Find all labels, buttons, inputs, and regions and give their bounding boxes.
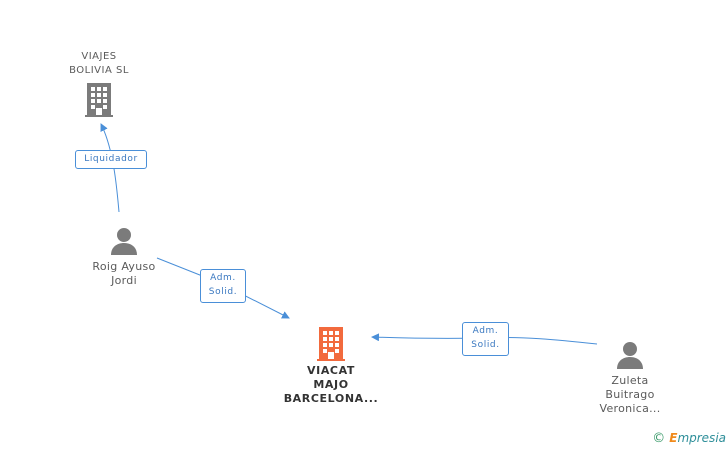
- person-name: Roig Ayuso Jordi: [76, 260, 172, 288]
- company-name-line2: MAJO: [313, 378, 349, 391]
- company-name-line1: VIAJES: [81, 51, 117, 62]
- brand-logo-text: mpresia: [677, 431, 726, 445]
- relation-badge-adm-solid-roig[interactable]: Adm. Solid.: [200, 269, 246, 303]
- person-name-line2: Jordi: [111, 274, 137, 287]
- person-name: Zuleta Buitrago Veronica...: [584, 374, 676, 416]
- company-name: VIACAT MAJO BARCELONA...: [276, 364, 386, 406]
- relation-label-line2: Solid.: [208, 287, 238, 297]
- company-name-line3: BARCELONA...: [283, 392, 379, 405]
- company-node-viajes-bolivia[interactable]: VIAJES BOLIVIA SL: [52, 50, 146, 118]
- copyright-icon: ©: [652, 431, 666, 446]
- person-name-line2: Buitrago: [605, 388, 655, 401]
- company-name: VIAJES BOLIVIA SL: [52, 50, 146, 78]
- edge-liquidador: [100, 123, 120, 213]
- relation-label-line1: Adm.: [210, 273, 236, 283]
- company-name-line2: BOLIVIA SL: [69, 65, 129, 76]
- relation-label: Liquidador: [84, 154, 138, 164]
- company-name-line1: VIACAT: [307, 364, 355, 377]
- empresia-watermark: ©Empresia: [652, 431, 726, 446]
- person-node-zuleta[interactable]: Zuleta Buitrago Veronica...: [584, 340, 676, 416]
- relation-badge-liquidador[interactable]: Liquidador: [75, 150, 147, 169]
- person-name-line1: Zuleta: [611, 374, 649, 387]
- person-node-roig-ayuso[interactable]: Roig Ayuso Jordi: [76, 226, 172, 288]
- building-icon: [85, 83, 113, 117]
- relation-label-line1: Adm.: [472, 326, 499, 336]
- relation-label-line2: Solid.: [471, 340, 500, 350]
- person-name-line3: Veronica...: [599, 402, 661, 415]
- relation-badge-adm-solid-zuleta[interactable]: Adm. Solid.: [462, 322, 509, 356]
- building-icon: [317, 327, 345, 361]
- person-name-line1: Roig Ayuso: [92, 260, 156, 273]
- person-icon: [111, 228, 137, 255]
- brand-logo-initial: E: [669, 431, 678, 445]
- person-icon: [617, 342, 643, 369]
- company-node-viacat[interactable]: VIACAT MAJO BARCELONA...: [276, 326, 386, 406]
